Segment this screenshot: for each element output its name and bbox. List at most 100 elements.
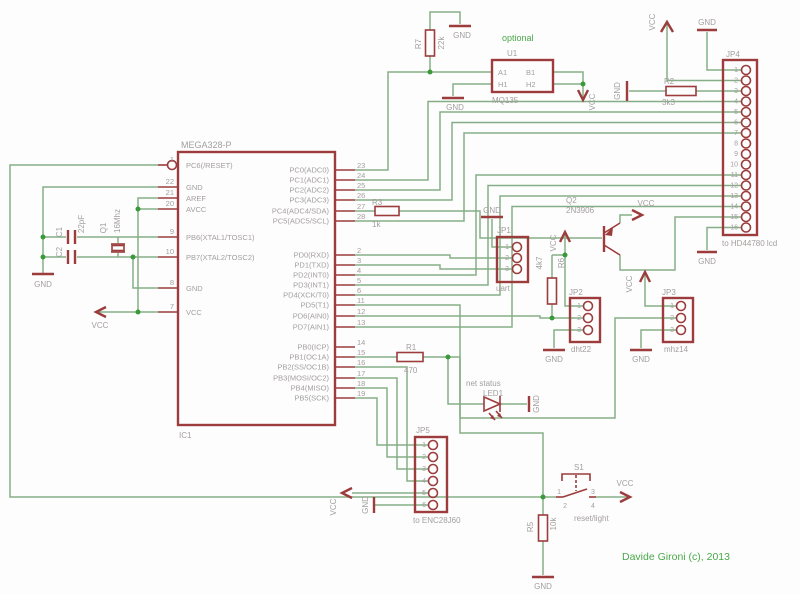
u1-pin-a1: A1	[498, 68, 507, 77]
jp4-pin	[740, 75, 752, 86]
jp4-pin	[740, 127, 752, 139]
s1-pin-number: 2	[563, 503, 567, 510]
ic1-pin-label: PB1(OC1A)	[289, 353, 329, 362]
s1-pin-number: 1	[557, 489, 561, 496]
jp5-label: to ENC28J60	[413, 516, 461, 525]
s1-bracket	[561, 473, 591, 481]
wire	[429, 11, 461, 30]
jp1-pin-number: 3	[505, 266, 509, 273]
vcc-icon	[576, 89, 590, 103]
junction-dot	[130, 254, 136, 260]
crystal-q1	[111, 244, 125, 252]
wire	[355, 205, 742, 328]
r2-value: 3k3	[662, 98, 675, 107]
gnd-label: GND	[453, 31, 471, 40]
jp1-pin	[511, 252, 523, 264]
jp4-pin-number: 14	[730, 204, 738, 211]
connector-jp3: JP3 1 2 3 mhz14	[661, 288, 695, 354]
ic1-pin-label: PB5(SCK)	[294, 394, 329, 403]
c2-ref: C2	[55, 246, 64, 257]
wire	[355, 121, 742, 201]
ic1-pin-number: 3	[357, 256, 361, 265]
ic1-pin-number: 12	[357, 307, 365, 316]
jp4-pin	[740, 64, 752, 76]
resistor-r6	[546, 277, 558, 305]
jp5-pin-number: 4	[422, 478, 426, 485]
ic1-pin-label: PB3(MOSI/OC2)	[273, 374, 329, 383]
u1-pin-h2: H2	[526, 80, 536, 89]
jp2-pin-number: 3	[577, 327, 581, 334]
junction-dot	[540, 494, 546, 500]
vcc-label: VCC	[588, 93, 597, 110]
junction-dot	[135, 206, 141, 212]
jp5-pin	[427, 451, 439, 463]
q2-emitter-arrow	[605, 227, 613, 236]
q2-value: 2N3906	[566, 206, 595, 215]
wire	[706, 32, 742, 71]
wire	[355, 304, 676, 419]
jp4-pin-number: 16	[730, 225, 738, 232]
r6-value: 4k7	[535, 256, 544, 269]
ic1-pin-number: 17	[357, 369, 365, 378]
led1-triangle	[483, 395, 502, 413]
jp2-pin-number: 2	[577, 315, 581, 322]
led1: net status LED1	[466, 379, 504, 421]
jp5-pin-number: 3	[422, 466, 426, 473]
ic1-pin-number: 15	[357, 348, 365, 357]
jp1-label: uart	[496, 284, 511, 293]
jp3-pin-number: 2	[670, 315, 674, 322]
c1-value: 22pF	[77, 215, 86, 233]
u1-box	[490, 58, 555, 94]
wire	[355, 174, 742, 276]
connector-jp1: JP1 1 2 3 uart	[495, 226, 530, 293]
ic1-pin-label: PB2(SS/OC1B)	[277, 363, 329, 372]
jp4-pin	[740, 222, 752, 233]
ic1-pin-label: PD3(INT1)	[293, 281, 329, 290]
wire	[355, 397, 428, 446]
mq135-circuit: R7 22k U1 MQ135 A1 B1 H1 H2 optional	[414, 29, 555, 105]
ic1-mega328: MEGA328-P IC1 1 22 21 20 9 10 8 7 PC6(/R…	[158, 140, 365, 440]
vcc-icon	[558, 229, 572, 243]
ic1-pin-number: 24	[357, 171, 365, 180]
jp5-pin	[427, 499, 439, 511]
ic1-pin-label: PC3(ADC3)	[289, 196, 329, 205]
q2-collector	[603, 244, 621, 256]
ic1-pin-label: PD2(INT0)	[293, 271, 329, 280]
jp5-pin-number: 6	[422, 502, 426, 509]
jp5-pin	[427, 463, 439, 475]
credit-text: Davide Gironi (c), 2013	[622, 551, 730, 563]
vcc-icon	[93, 305, 107, 319]
jp4-pin-number: 12	[730, 183, 738, 190]
wire	[399, 210, 602, 239]
wire	[706, 226, 742, 250]
jp4-pin-number: 1	[734, 67, 738, 74]
connector-jp4: JP4 1 2 3 4 5 6 7 8 9 10 11 12 13 14 15 …	[721, 50, 777, 248]
ic1-pin-label: VCC	[186, 308, 202, 317]
jp3-box	[661, 296, 695, 344]
gnd-label: GND	[34, 280, 52, 289]
jp4-pin	[740, 85, 752, 97]
wire	[553, 71, 584, 98]
r7-ref: R7	[414, 38, 423, 49]
ic1-pin-label: PC4(ADC4/SDA)	[272, 207, 330, 216]
vcc-label: VCC	[617, 479, 634, 488]
ic1-pin-number: 14	[357, 338, 365, 347]
jp4-ref: JP4	[726, 50, 740, 59]
jp4-pin	[740, 180, 752, 191]
ic1-pin-number: 25	[357, 181, 365, 190]
ic1-pin-label: PC1(ADC1)	[289, 176, 329, 185]
ic1-pin-label: PD5(T1)	[301, 301, 330, 310]
jp4-pin-number: 6	[734, 120, 738, 127]
wire	[619, 216, 742, 271]
jp4-pin-number: 2	[734, 78, 738, 85]
junction-dot	[562, 252, 568, 258]
ic1-pin-label: PC6(/RESET)	[186, 161, 233, 170]
wire	[42, 186, 158, 273]
gnd-label: GND	[446, 103, 464, 112]
s1-label: reset/light	[574, 514, 609, 523]
switch-s1: S1 1 3 2 4 reset/light	[556, 463, 609, 523]
jp4-pin-number: 13	[730, 193, 738, 200]
vcc-icon	[619, 490, 633, 504]
